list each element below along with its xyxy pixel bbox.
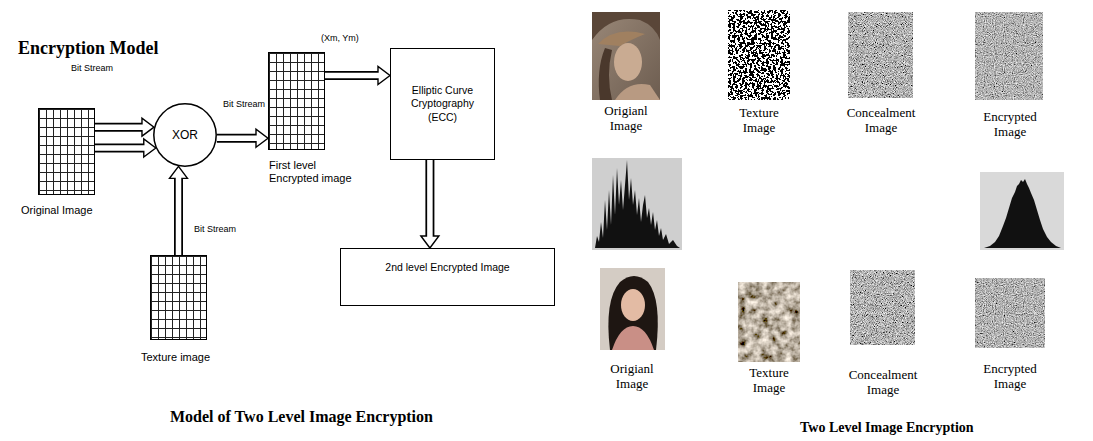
- image-grid: First level Encrypted image: [268, 52, 325, 150]
- original-photo: [600, 268, 665, 350]
- edge-label: Bit Stream: [222, 99, 266, 109]
- image-caption: Original Image: [21, 204, 131, 217]
- arrow-hollow: [325, 73, 380, 79]
- histogram-original: [595, 160, 680, 248]
- concealment-noise: [850, 270, 915, 345]
- image-label: Texture Image: [724, 106, 794, 135]
- encrypted-noise: [975, 278, 1045, 348]
- node-label: 2nd level Encrypted Image: [385, 261, 509, 274]
- figure-caption: Two Level Image Encryption: [800, 420, 974, 436]
- diagram-caption: Model of Two Level Image Encryption: [170, 408, 433, 426]
- image-label: Concealment Image: [840, 106, 922, 135]
- image-caption: First level Encrypted image: [269, 159, 354, 185]
- process-box: Elliptic Curve Cryptography (ECC): [390, 48, 495, 160]
- hollow-arrow: [217, 129, 268, 147]
- output-box: 2nd level Encrypted Image: [340, 248, 555, 306]
- hollow-arrow: [95, 118, 154, 136]
- arrow-shaft: [425, 160, 434, 237]
- arrow-head: [142, 118, 154, 136]
- arrow-head: [256, 129, 268, 147]
- arrow-hollow: [427, 160, 433, 238]
- photo-ground: [600, 268, 665, 350]
- face-shape: [621, 289, 645, 321]
- node-label: Elliptic Curve Cryptography (ECC): [397, 84, 488, 123]
- edge-label: Bit Stream: [193, 224, 237, 234]
- arrow-shaft: [95, 123, 143, 132]
- image-grid: Original Image: [38, 108, 95, 195]
- image-label: Origianl Image: [596, 362, 668, 391]
- arrow-shaft: [325, 71, 379, 80]
- arrow-hollow: [176, 177, 182, 255]
- original-photo: [592, 12, 660, 100]
- node-label: XOR: [172, 128, 198, 142]
- hollow-arrow: [95, 139, 156, 157]
- edge-label: (Xm, Ym): [320, 33, 360, 43]
- histogram-ground: [592, 158, 682, 250]
- arrow-hollow: [217, 135, 258, 141]
- xor-circle: XOR: [153, 103, 217, 167]
- hat-brim: [598, 32, 645, 46]
- texture-image: [738, 282, 800, 362]
- histogram-encrypted: [984, 179, 1061, 248]
- arrow-head: [378, 67, 390, 85]
- hollow-arrow: [325, 67, 390, 85]
- arrow-shaft: [95, 144, 145, 153]
- arrow-shaft: [174, 177, 183, 255]
- image-grid: Texture image: [150, 255, 207, 340]
- hair-shape: [608, 276, 657, 350]
- image-caption: Texture image: [141, 351, 241, 364]
- edge-label: Bit Stream: [70, 63, 114, 73]
- arrow-hollow: [95, 124, 143, 130]
- image-label: Concealment Image: [842, 368, 924, 397]
- photo-ground: [592, 12, 660, 100]
- arrow-hollow: [95, 145, 145, 151]
- encrypted-noise: [975, 12, 1043, 100]
- shoulder-shape: [615, 84, 660, 100]
- arrow-shaft: [217, 134, 257, 143]
- arrow-head: [421, 236, 439, 248]
- diagram-title: Encryption Model: [18, 38, 159, 59]
- hollow-arrow: [170, 166, 188, 255]
- image-label: Encrypted Image: [974, 362, 1046, 391]
- histogram-ground: [980, 172, 1064, 250]
- face-shape: [614, 43, 642, 81]
- hollow-arrow: [421, 160, 439, 248]
- image-label: Encrypted Image: [974, 110, 1046, 139]
- hair-shape: [599, 48, 612, 100]
- arrow-head: [170, 166, 188, 178]
- image-label: Texture Image: [734, 366, 804, 395]
- shoulder-shape: [612, 326, 654, 350]
- concealment-noise: [848, 12, 913, 98]
- texture-noise: [728, 10, 790, 100]
- circle-shape: [154, 104, 216, 166]
- image-label: Origianl Image: [590, 104, 662, 133]
